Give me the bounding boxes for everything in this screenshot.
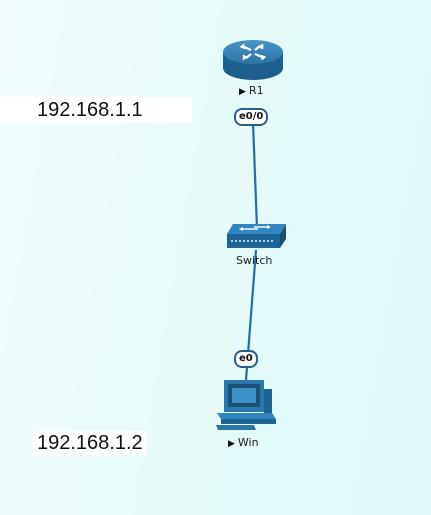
switch-icon[interactable] <box>224 222 288 250</box>
computer-icon[interactable] <box>214 379 278 431</box>
node-label-win[interactable]: ▶Win <box>228 436 259 449</box>
port-label-win[interactable]: e0 <box>234 350 258 368</box>
router-icon[interactable] <box>220 38 286 84</box>
play-icon[interactable]: ▶ <box>228 439 235 449</box>
node-label-r1[interactable]: ▶R1 <box>239 84 264 97</box>
play-icon[interactable]: ▶ <box>239 87 246 97</box>
ip-address-win: 192.168.1.2 <box>33 431 147 455</box>
ip-address-r1: 192.168.1.1 <box>0 97 192 123</box>
link-r1-switch[interactable] <box>251 121 259 229</box>
port-label-r1[interactable]: e0/0 <box>234 108 269 126</box>
node-label-switch[interactable]: Switch <box>236 254 273 267</box>
